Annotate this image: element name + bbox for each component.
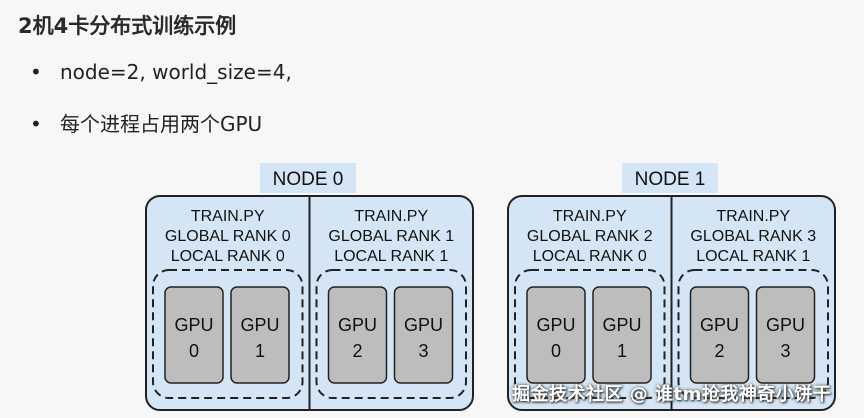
gpu-id: 1 xyxy=(255,341,265,361)
gpu-name: GPU xyxy=(766,315,805,335)
node-label-box xyxy=(260,163,356,193)
bullet-dot: • xyxy=(30,112,42,136)
process-script-label: TRAIN.PY xyxy=(354,208,428,225)
gpu-id: 3 xyxy=(418,341,428,361)
local-rank-label: LOCAL RANK 1 xyxy=(696,248,810,265)
global-rank-label: GLOBAL RANK 1 xyxy=(328,228,454,245)
global-rank-label: GLOBAL RANK 3 xyxy=(690,228,816,245)
gpu-box xyxy=(592,286,652,384)
node-label-box xyxy=(622,163,718,193)
gpu-id: 2 xyxy=(714,341,724,361)
gpu-box xyxy=(393,286,454,384)
process-gpu-group xyxy=(514,269,666,399)
slide-title: 2机4卡分布式训练示例 xyxy=(18,14,237,38)
bullet-text: 每个进程占用两个GPU xyxy=(60,112,263,136)
bullet-item-1: • node=2, world_size=4, xyxy=(30,60,292,84)
gpu-name: GPU xyxy=(404,315,443,335)
process-gpu-group xyxy=(152,269,304,399)
local-rank-label: LOCAL RANK 1 xyxy=(334,248,448,265)
process-script-label: TRAIN.PY xyxy=(191,208,265,225)
gpu-id: 1 xyxy=(617,341,627,361)
bullet-dot: • xyxy=(30,60,42,84)
gpu-box xyxy=(755,286,816,384)
gpu-name: GPU xyxy=(338,315,377,335)
local-rank-label: LOCAL RANK 0 xyxy=(171,248,285,265)
gpu-name: GPU xyxy=(602,315,641,335)
gpu-id: 2 xyxy=(352,341,362,361)
gpu-box xyxy=(327,286,388,384)
global-rank-label: GLOBAL RANK 2 xyxy=(527,228,653,245)
bullet-item-2: • 每个进程占用两个GPU xyxy=(30,108,262,137)
gpu-box xyxy=(230,286,290,384)
node-label: NODE 0 xyxy=(273,169,344,190)
process-gpu-group xyxy=(677,269,829,399)
global-rank-label: GLOBAL RANK 0 xyxy=(165,228,291,245)
gpu-name: GPU xyxy=(174,315,213,335)
process-script-label: TRAIN.PY xyxy=(716,208,790,225)
bullet-text: node=2, world_size=4, xyxy=(60,60,292,84)
gpu-box xyxy=(689,286,750,384)
gpu-box xyxy=(164,286,224,384)
process-gpu-group xyxy=(315,269,467,399)
gpu-id: 3 xyxy=(780,341,790,361)
watermark: 掘金技术社区 @ 谁tm抢我神奇小饼干 xyxy=(512,384,832,405)
gpu-name: GPU xyxy=(700,315,739,335)
process-script-label: TRAIN.PY xyxy=(553,208,627,225)
gpu-box xyxy=(526,286,586,384)
local-rank-label: LOCAL RANK 0 xyxy=(533,248,647,265)
gpu-id: 0 xyxy=(189,341,199,361)
node-label: NODE 1 xyxy=(635,169,706,190)
gpu-name: GPU xyxy=(536,315,575,335)
gpu-id: 0 xyxy=(551,341,561,361)
gpu-name: GPU xyxy=(240,315,279,335)
